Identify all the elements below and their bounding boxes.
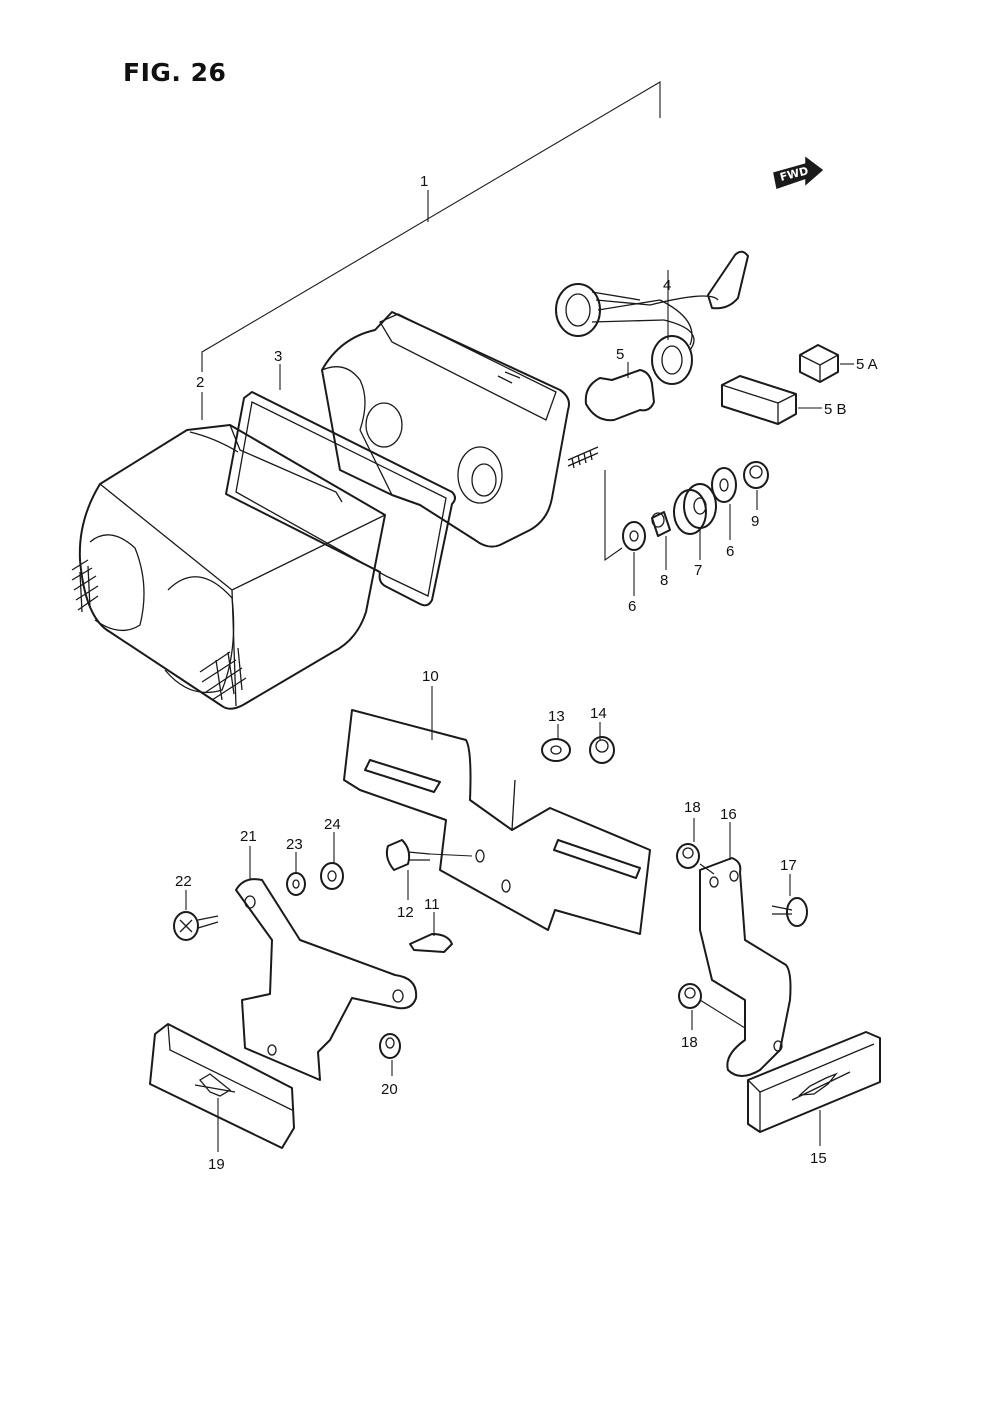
callout-20: 20 [381,1081,398,1098]
callout-5a: 5 A [856,356,878,373]
lamp-housing [321,311,599,548]
callout-15: 15 [810,1150,827,1167]
callout-21: 21 [240,828,257,845]
right-bracket-16 [699,857,792,1077]
nut-18a [676,843,700,869]
left-bracket-21 [235,878,418,1081]
callout-5: 5 [616,346,624,363]
left-reflector-19 [149,1023,295,1149]
callout-16: 16 [720,806,737,823]
figure-title: FIG. 26 [123,58,227,87]
forward-arrow-icon: FWD [773,156,824,189]
callout-4: 4 [663,277,671,294]
callout-18a: 18 [684,799,701,816]
right-reflector-15 [747,1031,881,1133]
callout-3: 3 [274,348,282,365]
bulb-socket-harness [555,250,749,385]
callout-5b: 5 B [824,401,847,418]
callout-22: 22 [175,873,192,890]
callout-18b: 18 [681,1034,698,1051]
nut-20 [379,1033,401,1059]
callout-24: 24 [324,816,341,833]
washer-6b [711,467,737,503]
callout-9: 9 [751,513,759,530]
callout-labels: 1 2 3 4 5 5 A 5 B 6 6 7 8 9 10 11 12 13 … [175,173,878,1173]
assembly-bracket-1 [201,81,661,372]
callout-17: 17 [780,857,797,874]
nut-24 [320,862,344,890]
callout-1: 1 [420,173,428,190]
nut-9 [743,461,769,489]
callout-7: 7 [694,562,702,579]
nut-14 [589,736,615,764]
washer-13 [541,738,571,762]
spacer-8 [651,511,671,537]
bulb [584,369,655,422]
callout-10: 10 [422,668,439,685]
callout-11: 11 [424,896,440,913]
screw-17 [771,897,808,927]
leader-lines [185,270,854,1152]
lamp-gasket [225,391,456,607]
callout-14: 14 [590,705,607,722]
callout-8: 8 [660,572,668,589]
grommet-7 [673,483,717,535]
bulb-5a [799,344,839,383]
washer-23 [286,872,306,896]
screw-22 [173,911,219,941]
tail-lamp-lens [71,424,386,710]
callout-23: 23 [286,836,303,853]
bulb-5b [721,375,797,425]
callout-12: 12 [397,904,414,921]
nut-18b [678,983,702,1009]
callout-2: 2 [196,374,204,391]
cushion-11 [409,933,453,953]
bolt-12 [385,839,431,871]
washer-6a [622,521,646,551]
callout-6a: 6 [628,598,636,615]
license-plate-bracket [343,709,651,935]
callout-6b: 6 [726,543,734,560]
callout-19: 19 [208,1156,225,1173]
callout-13: 13 [548,708,565,725]
